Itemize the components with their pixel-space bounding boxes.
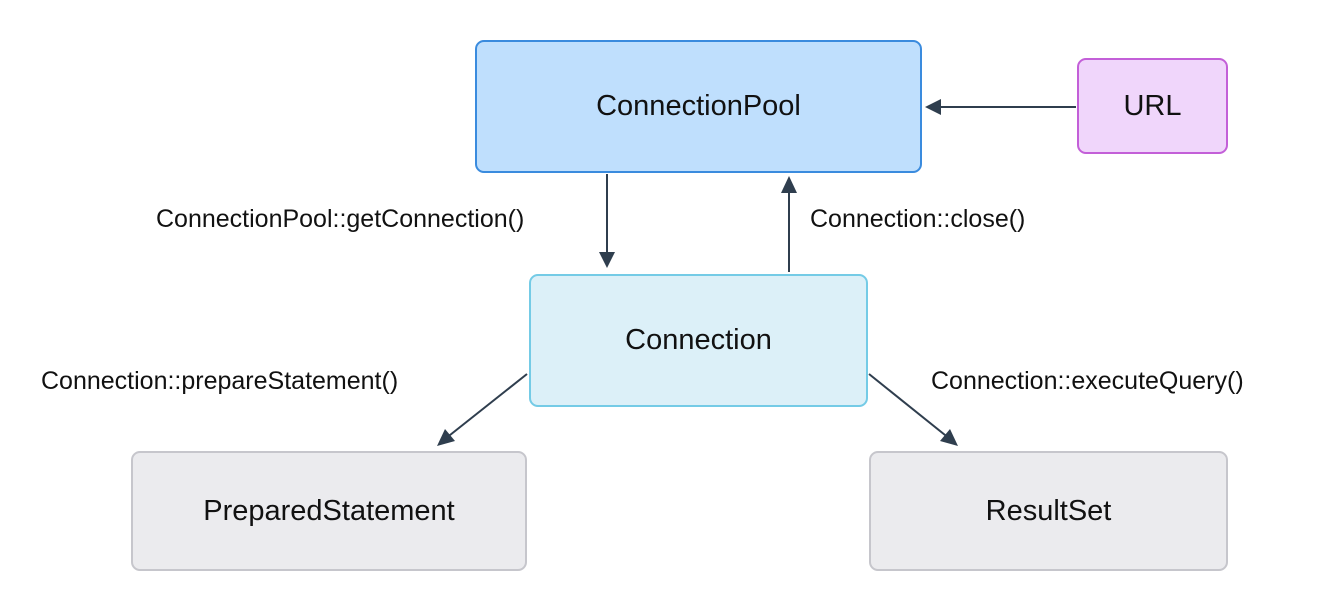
connection-pool-node: ConnectionPool [475, 40, 922, 173]
edge-connection-to-prepared [444, 373, 528, 440]
prepared-statement-node: PreparedStatement [131, 451, 527, 571]
arrowhead-pool-to-connection [599, 252, 615, 268]
result-set-label: ResultSet [985, 494, 1112, 527]
edge-label-prepare-statement: Connection::prepareStatement() [41, 367, 399, 395]
connection-node: Connection [529, 274, 868, 407]
edge-label-get-connection: ConnectionPool::getConnection() [156, 205, 525, 233]
arrowhead-connection-to-resultset [940, 429, 958, 446]
connection-pool-label: ConnectionPool [596, 90, 801, 122]
edge-label-close: Connection::close() [810, 205, 1026, 233]
prepared-statement-label: PreparedStatement [203, 494, 455, 527]
arrowhead-connection-to-pool [781, 176, 797, 193]
edge-connection-to-resultset [868, 373, 951, 440]
url-label: URL [1123, 89, 1182, 122]
result-set-node: ResultSet [869, 451, 1228, 571]
arrowhead-url-to-pool [925, 99, 941, 115]
url-node: URL [1077, 58, 1228, 154]
edge-label-execute-query: Connection::executeQuery() [931, 367, 1244, 395]
arrowhead-connection-to-prepared [437, 429, 455, 446]
connection-label: Connection [625, 324, 772, 356]
